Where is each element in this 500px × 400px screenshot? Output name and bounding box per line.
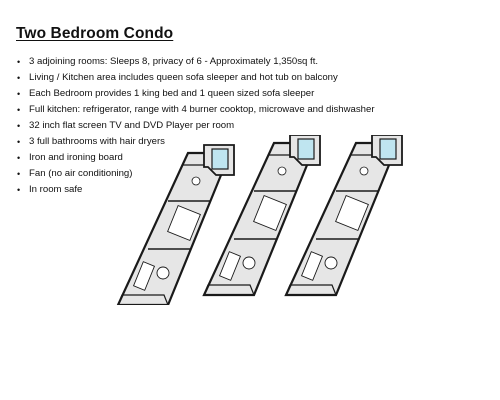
feature-text: Each Bedroom provides 1 king bed and 1 q…	[29, 88, 315, 99]
feature-item: • Iron and ironing board	[16, 150, 375, 166]
feature-text: In room safe	[29, 184, 83, 195]
bullet-icon: •	[17, 185, 21, 195]
feature-text: Fan (no air conditioning)	[29, 168, 133, 179]
feature-text: Full kitchen: refrigerator, range with 4…	[29, 104, 375, 115]
bullet-icon: •	[17, 121, 21, 131]
floor-plan-diagram	[116, 135, 404, 305]
feature-text: Iron and ironing board	[29, 152, 123, 163]
feature-item: • Living / Kitchen area includes queen so…	[16, 70, 375, 86]
bullet-icon: •	[17, 57, 21, 67]
bullet-icon: •	[17, 89, 21, 99]
page-title: Two Bedroom Condo	[16, 25, 174, 42]
feature-item: • 3 adjoining rooms: Sleeps 8, privacy of…	[16, 54, 375, 70]
feature-item: • 3 full bathrooms with hair dryers	[16, 134, 375, 150]
feature-item: • Full kitchen: refrigerator, range with …	[16, 102, 375, 118]
bullet-icon: •	[17, 73, 21, 83]
bullet-icon: •	[17, 169, 21, 179]
feature-text: 3 full bathrooms with hair dryers	[29, 136, 165, 147]
bullet-icon: •	[17, 137, 21, 147]
feature-item: • 32 inch flat screen TV and DVD Player p…	[16, 118, 375, 134]
feature-text: 32 inch flat screen TV and DVD Player pe…	[29, 120, 235, 131]
feature-item: • In room safe	[16, 182, 375, 198]
feature-item: • Fan (no air conditioning)	[16, 166, 375, 182]
bullet-icon: •	[17, 105, 21, 115]
feature-text: Living / Kitchen area includes queen sof…	[29, 72, 338, 83]
feature-list: • 3 adjoining rooms: Sleeps 8, privacy of…	[16, 54, 375, 198]
bullet-icon: •	[17, 153, 21, 163]
feature-text: 3 adjoining rooms: Sleeps 8, privacy of …	[29, 56, 319, 67]
feature-item: • Each Bedroom provides 1 king bed and 1 …	[16, 86, 375, 102]
